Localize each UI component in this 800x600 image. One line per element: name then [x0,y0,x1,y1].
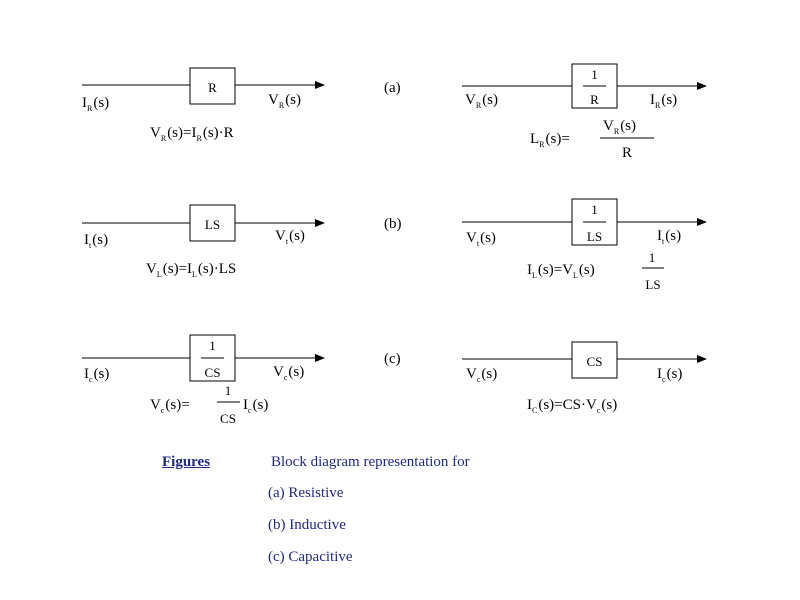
block-numerator: 1 [209,338,216,353]
input-signal-label: Vc(s) [466,366,497,384]
equation-denominator: CS [220,411,236,426]
section-tag-a: (a) [384,80,401,96]
section-tag-c: (c) [384,351,401,367]
figure-caption-intro: Block diagram representation for [271,454,470,470]
transfer-equation-lhs: LR(s)= [530,131,570,149]
block-box [189,67,236,105]
diagram-c-left: 1 CS Ic(s) Vc(s) Vc(s)= 1 CS Ic(s) [82,334,325,426]
input-signal-label: IR(s) [82,95,109,113]
block-denominator: R [590,92,599,107]
transfer-equation: VR(s)=IR(s)·R [150,125,234,143]
diagram-a-left: R IR(s) VR(s) VR(s)=IR(s)·R [82,67,325,143]
equation-denominator: LS [645,277,660,292]
block-label: R [208,80,217,95]
output-signal-label: IR(s) [650,92,677,110]
block-denominator: LS [587,229,602,244]
section-c: (c) 1 CS Ic(s) Vc(s) Vc(s)= 1 CS Ic(s) C… [82,334,707,426]
block-box [571,341,618,379]
section-tag-b: (b) [384,216,402,232]
transfer-equation: IC(s)=CS·Vc(s) [527,397,617,415]
output-signal-label: It(s) [657,228,681,246]
output-signal-label: Vc(s) [273,364,304,382]
diagram-c-right: CS Vc(s) Ic(s) IC(s)=CS·Vc(s) [462,341,707,415]
equation-numerator: 1 [649,250,656,265]
block-denominator: CS [205,365,221,380]
transfer-equation: VL(s)=IL(s)·LS [146,261,236,279]
equation-numerator: VR(s) [603,118,636,136]
diagram-a-right: 1 R VR(s) IR(s) LR(s)= VR(s) R [462,63,707,161]
input-signal-label: Ic(s) [84,366,109,384]
block-label: LS [205,217,220,232]
caption-item-resistive: (a) Resistive [268,485,344,501]
output-signal-label: Ic(s) [657,366,682,384]
block-numerator: 1 [591,67,598,82]
block-box [189,204,236,242]
equation-term: Ic(s) [243,397,268,415]
transfer-equation-lhs: Vc(s)= [150,397,190,415]
figure-caption-heading: Figures [162,454,211,470]
block-label: CS [587,354,603,369]
input-signal-label: It(s) [84,232,108,250]
diagram-b-left: LS It(s) Vt(s) VL(s)=IL(s)·LS [82,204,325,279]
equation-numerator: 1 [225,383,232,398]
section-a: (a) R IR(s) VR(s) VR(s)=IR(s)·R 1 R VR(s… [82,63,707,161]
caption-item-inductive: (b) Inductive [268,517,346,533]
block-numerator: 1 [591,202,598,217]
output-signal-label: Vt(s) [275,228,305,246]
equation-denominator: R [622,145,632,161]
diagram-b-right: 1 LS Vt(s) It(s) IL(s)=VL(s) 1 LS [462,198,707,292]
output-signal-label: VR(s) [268,92,301,110]
input-signal-label: VR(s) [465,92,498,110]
caption-item-capacitive: (c) Capacitive [268,549,353,565]
input-signal-label: Vt(s) [466,230,496,248]
transfer-equation: IL(s)=VL(s) [527,262,595,280]
section-b: (b) LS It(s) Vt(s) VL(s)=IL(s)·LS 1 LS V… [82,198,707,292]
block-box [189,334,236,382]
